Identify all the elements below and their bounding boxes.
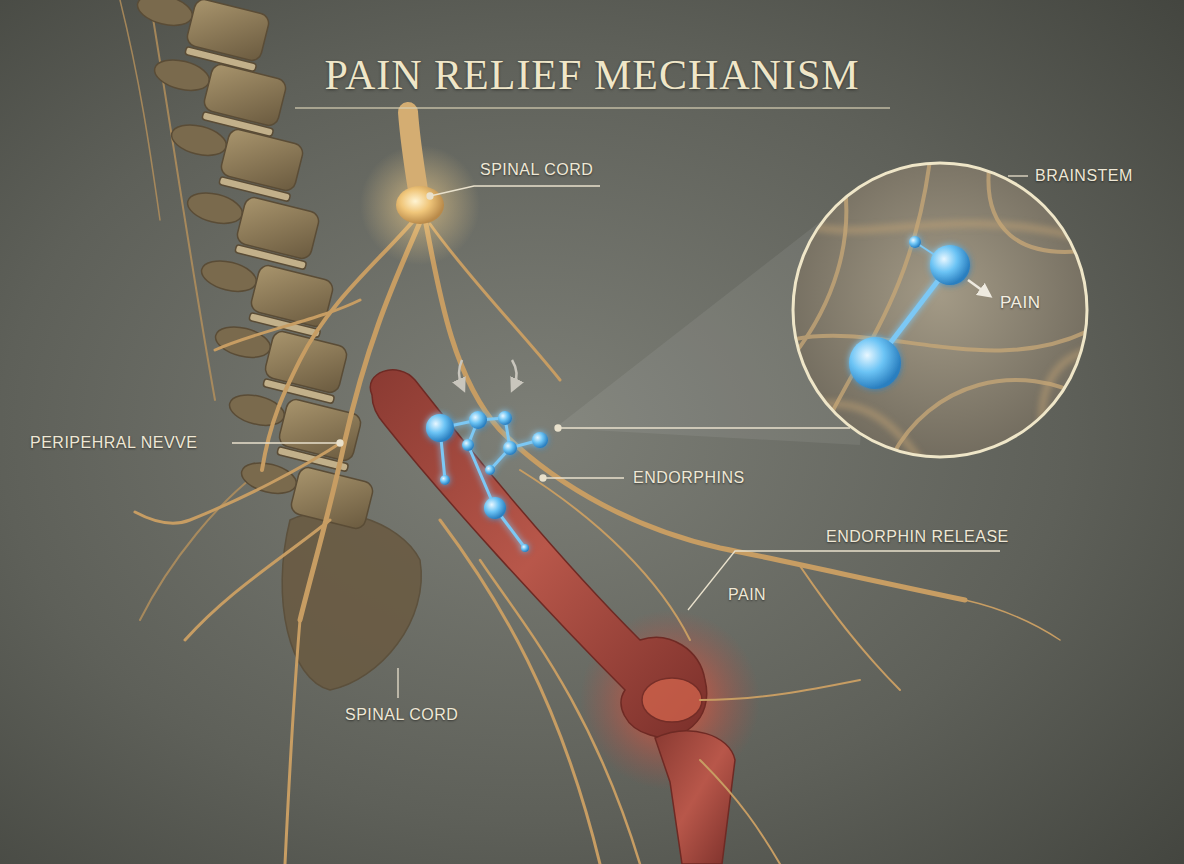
- nerve-fibers: [790, 330, 1090, 350]
- spine: [179, 182, 321, 270]
- title-wrap: PAIN RELIEF MECHANISM: [0, 50, 1184, 100]
- endorphin-molecules: [503, 441, 517, 455]
- spinal-cord: [396, 186, 444, 224]
- release-arrows: [459, 360, 462, 386]
- endorphin-molecules: [468, 420, 495, 508]
- brain-molecules: [849, 337, 901, 389]
- spine: [193, 250, 335, 338]
- leg-bones: [642, 678, 702, 722]
- nerve-fibers: [810, 160, 930, 460]
- label-wrap: ENDORPHIN RELEASE: [826, 527, 1009, 547]
- leader-lines: [232, 442, 338, 443]
- inset-illustration: [790, 160, 1090, 460]
- label-wrap: PAIN: [728, 585, 766, 605]
- nerves: [440, 520, 600, 864]
- spine: [146, 49, 288, 137]
- nerves: [135, 440, 345, 523]
- leader-lines: [397, 668, 398, 698]
- spine: [129, 0, 271, 72]
- part-label: ENDORPHIN RELEASE: [826, 527, 1009, 547]
- leader-lines: [558, 427, 850, 428]
- endorphin-molecules: [498, 411, 512, 425]
- nerves: [185, 520, 330, 640]
- nerves: [965, 600, 1060, 640]
- spine: [151, 55, 212, 96]
- spine: [163, 114, 305, 202]
- leader-lines: [1008, 175, 1028, 176]
- spine: [129, 0, 422, 690]
- label-wrap: SPINAL CORD: [480, 160, 593, 180]
- nerves: [520, 470, 690, 640]
- label-wrap: SPINAL CORD: [345, 705, 458, 725]
- inset-circle: PAIN: [790, 160, 1090, 460]
- inset-text: PAIN: [1000, 293, 1040, 313]
- leader-lines: [688, 551, 1000, 610]
- thin-nerves: [140, 470, 262, 620]
- nerves: [215, 300, 360, 350]
- nerves: [480, 560, 640, 864]
- endorphin-molecules: [469, 411, 487, 429]
- endorphin-molecules: [462, 439, 474, 451]
- pain-arrow: [968, 280, 990, 296]
- spine: [212, 322, 273, 363]
- release-arrows: [459, 360, 517, 386]
- nerves: [285, 620, 300, 864]
- inset-border: [793, 163, 1087, 457]
- spine: [168, 120, 229, 161]
- nerve-fibers: [1042, 350, 1090, 460]
- spinal-cord: [408, 112, 418, 190]
- brain-molecules: [909, 236, 921, 248]
- release-arrows: [512, 360, 517, 386]
- part-label: PERIPEHRAL NEVVE: [30, 433, 197, 453]
- title-rule: [295, 107, 890, 109]
- nerves: [700, 680, 860, 700]
- nerves: [800, 566, 900, 690]
- nerve-fibers: [790, 220, 1090, 240]
- nerve-fibers: [790, 160, 1090, 460]
- spine: [238, 458, 299, 499]
- leader-lines: [427, 193, 433, 199]
- part-label: PAIN: [728, 585, 766, 605]
- leader-lines: [430, 186, 600, 196]
- endorphin-molecules: [532, 432, 548, 448]
- leg-bones: [370, 370, 735, 864]
- pain-arrow: [968, 280, 990, 296]
- nerve-fibers: [790, 160, 1090, 460]
- endorphin-molecules: [426, 414, 454, 442]
- endorphin-molecules: [426, 411, 548, 552]
- nerve-fibers: [790, 160, 846, 360]
- nerves: [300, 222, 420, 620]
- brain-molecules: [930, 245, 970, 285]
- title-rule: [295, 108, 890, 109]
- leg-bones: [655, 731, 735, 864]
- label-wrap: BRAINSTEM: [1035, 166, 1133, 186]
- endorphin-molecules: [521, 544, 529, 552]
- nerve-fibers: [790, 220, 1090, 460]
- leader-lines: [337, 440, 343, 446]
- part-label: ENDORPHINS: [633, 468, 745, 488]
- endorphin-molecules: [440, 418, 540, 548]
- part-label: SPINAL CORD: [480, 160, 593, 180]
- endorphin-molecules: [484, 497, 506, 519]
- leader-lines: [540, 475, 546, 481]
- spine: [134, 0, 195, 31]
- part-label: BRAINSTEM: [1035, 166, 1133, 186]
- spine: [184, 188, 245, 229]
- leader-lines: [555, 425, 561, 431]
- diagram-title: PAIN RELIEF MECHANISM: [324, 50, 859, 100]
- endorphin-molecules: [485, 465, 495, 475]
- nerves: [700, 760, 780, 864]
- leader-lines: [545, 477, 624, 478]
- endorphin-molecules: [426, 411, 548, 552]
- spine: [198, 256, 259, 297]
- brain-molecules: [849, 236, 970, 389]
- part-label: SPINAL CORD: [345, 705, 458, 725]
- label-wrap: ENDORPHINS: [633, 468, 745, 488]
- label-wrap: PERIPEHRAL NEVVE: [30, 433, 197, 453]
- thin-nerves: [120, 0, 160, 220]
- endorphin-molecules: [440, 475, 450, 485]
